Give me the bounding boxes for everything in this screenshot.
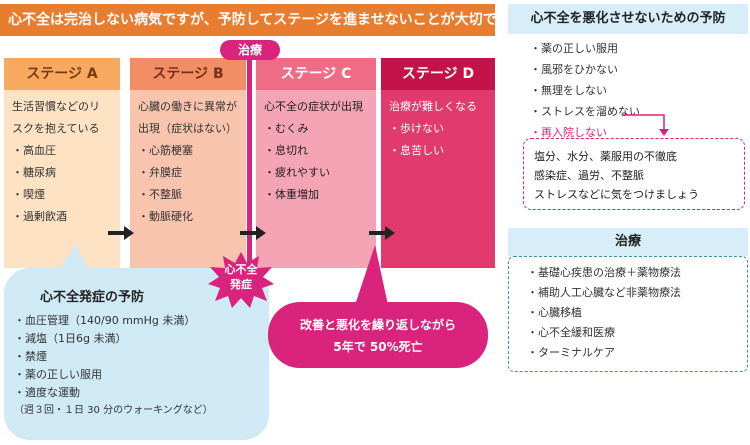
worsening-prevention-list: ・薬の正しい服用 ・風邪をひかない ・無理をしない ・ストレスを溜めない ・再入… bbox=[530, 38, 745, 143]
treatment-list: ・基礎心疾患の治療＋薬物療法 ・補助人工心臓など非薬物療法 ・心臓移植 ・心不全… bbox=[508, 256, 748, 372]
prevention-item: ・禁煙 bbox=[14, 350, 47, 363]
prognosis-bubble bbox=[268, 302, 488, 368]
treatment-item: ・心臓移植 bbox=[527, 306, 582, 319]
stage-d-item: 治療が難しくなる bbox=[389, 100, 477, 113]
onset-burst-text: 心不全 発症 bbox=[208, 262, 274, 292]
treatment-divider-line bbox=[247, 52, 252, 267]
prevention-item: ・血圧管理（140/90 mmHg 未満） bbox=[14, 314, 196, 327]
stage-c-header: ステージ C bbox=[256, 58, 376, 90]
stage-c-item: ・息切れ bbox=[264, 144, 308, 157]
arrow-right-icon bbox=[240, 226, 266, 240]
prevention-item: ・適度な運動 bbox=[14, 386, 80, 399]
stage-d-item: ・歩けない bbox=[389, 122, 444, 135]
stage-b-header: ステージ B bbox=[130, 58, 246, 90]
stage-b-item: ・弁膜症 bbox=[138, 166, 182, 179]
treatment-item: ・ターミナルケア bbox=[527, 346, 615, 359]
stage-a-header: ステージ A bbox=[4, 58, 120, 90]
prognosis-line-1: 改善と悪化を繰り返しながら bbox=[299, 318, 456, 332]
stage-b-item: ・動脈硬化 bbox=[138, 210, 193, 223]
stage-a-item: スクを抱えている bbox=[12, 122, 100, 135]
onset-burst-icon bbox=[208, 252, 274, 308]
caution-line: 感染症、過労、不整脈 bbox=[534, 169, 644, 182]
stage-d-item: ・息苦しい bbox=[389, 144, 444, 157]
stage-c-item: ・体重増加 bbox=[264, 188, 319, 201]
stage-a-item: ・高血圧 bbox=[12, 144, 56, 157]
stage-c-item: ・疲れやすい bbox=[264, 166, 330, 179]
prevention-list: ・血圧管理（140/90 mmHg 未満） ・減塩（1日6g 未満） ・禁煙 ・… bbox=[14, 312, 264, 420]
stage-a-item: ・糖尿病 bbox=[12, 166, 56, 179]
stage-c-body: 心不全の症状が出現 ・むくみ ・息切れ ・疲れやすい ・体重増加 bbox=[256, 90, 376, 268]
stage-a-item: ・過剰飲酒 bbox=[12, 210, 67, 223]
prevention-item: ・薬の正しい服用 bbox=[14, 368, 102, 381]
worsening-prevention-title: 心不全を悪化させないための予防 bbox=[508, 4, 748, 34]
stage-b-item: 出現（症状はない） bbox=[138, 122, 237, 135]
treatment-title: 治療 bbox=[508, 228, 748, 256]
stage-c-item: 心不全の症状が出現 bbox=[264, 100, 363, 113]
onset-burst-line-2: 発症 bbox=[230, 278, 252, 291]
worsening-prevention-item: ・風邪をひかない bbox=[530, 63, 618, 76]
treatment-pill: 治療 bbox=[220, 40, 280, 60]
arrow-right-icon bbox=[108, 226, 134, 240]
prevention-title: 心不全発症の予防 bbox=[40, 290, 145, 305]
stage-b-item: ・心筋梗塞 bbox=[138, 144, 193, 157]
prognosis-line-2: 5年で 50%死亡 bbox=[333, 340, 423, 354]
treatment-item: ・補助人工心臓など非薬物療法 bbox=[527, 286, 681, 299]
worsening-prevention-item: ・ストレスを溜めない bbox=[530, 105, 640, 118]
treatment-item: ・心不全緩和医療 bbox=[527, 326, 615, 339]
worsening-prevention-item: ・薬の正しい服用 bbox=[530, 42, 618, 55]
stage-d-body: 治療が難しくなる ・歩けない ・息苦しい bbox=[381, 90, 495, 268]
onset-burst-line-1: 心不全 bbox=[224, 263, 258, 276]
caution-box: 塩分、水分、薬服用の不徹底 感染症、過労、不整脈 ストレスなどに気をつけましょう bbox=[523, 138, 745, 210]
worsening-prevention-item: ・無理をしない bbox=[530, 84, 607, 97]
prognosis-text: 改善と悪化を繰り返しながら 5年で 50%死亡 bbox=[268, 314, 488, 358]
prevention-note: （週３回・１日 30 分のウォーキングなど） bbox=[14, 405, 213, 416]
caution-line: ストレスなどに気をつけましょう bbox=[534, 188, 699, 201]
main-banner: 心不全は完治しない病気ですが、予防してステージを進ませないことが大切です bbox=[0, 4, 511, 36]
stage-b-item: 心臓の働きに異常が bbox=[138, 100, 237, 113]
caution-line: 塩分、水分、薬服用の不徹底 bbox=[534, 150, 677, 163]
arrow-right-icon bbox=[369, 226, 395, 240]
stage-c-item: ・むくみ bbox=[264, 122, 309, 135]
treatment-item: ・基礎心疾患の治療＋薬物療法 bbox=[527, 266, 681, 279]
stage-a-item: ・喫煙 bbox=[12, 188, 45, 201]
stage-b-item: ・不整脈 bbox=[138, 188, 182, 201]
readmission-arrow-icon bbox=[622, 114, 669, 136]
stage-b-body: 心臓の働きに異常が 出現（症状はない） ・心筋梗塞 ・弁膜症 ・不整脈 ・動脈硬… bbox=[130, 90, 246, 268]
stage-a-body: 生活習慣などのリ スクを抱えている ・高血圧 ・糖尿病 ・喫煙 ・過剰飲酒 bbox=[4, 90, 120, 268]
stage-a-item: 生活習慣などのリ bbox=[12, 100, 100, 113]
readmission-item: ・再入院しない bbox=[530, 126, 607, 139]
prevention-item: ・減塩（1日6g 未満） bbox=[14, 332, 127, 345]
stage-d-header: ステージ D bbox=[381, 58, 495, 90]
